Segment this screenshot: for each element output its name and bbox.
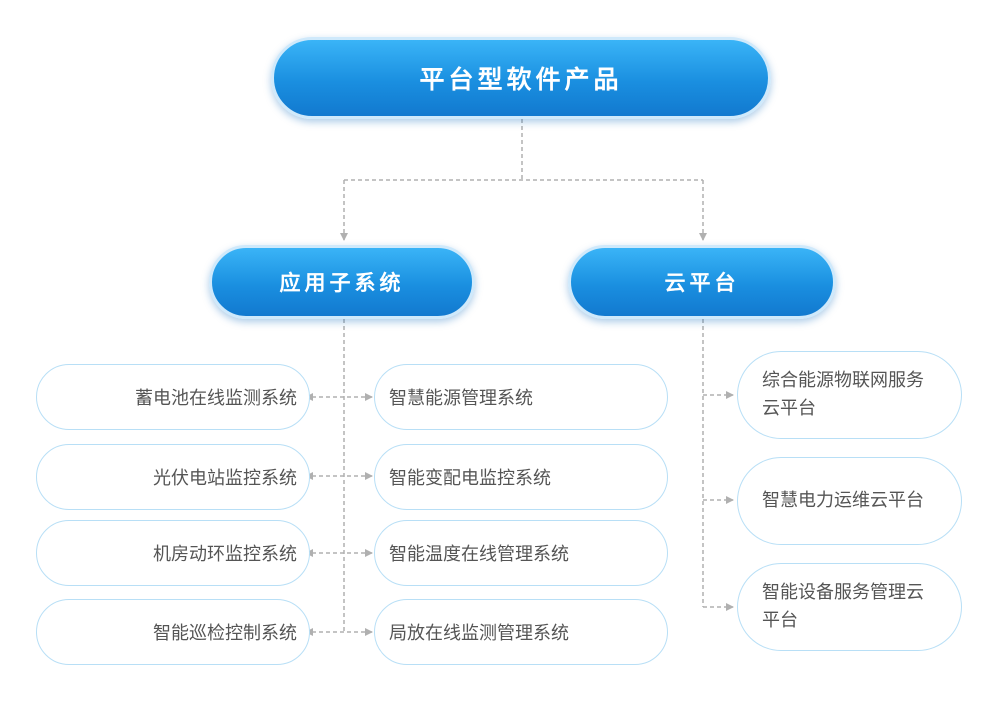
node-label: 局放在线监测管理系统 (389, 623, 569, 644)
category-cloud-platform: 云平台 (568, 245, 836, 319)
category-label: 云平台 (664, 271, 740, 295)
node-pv-monitoring: 光伏电站监控系统 (36, 444, 310, 510)
node-label: 智能巡检控制系统 (153, 623, 297, 644)
node-partial-discharge-monitoring: 局放在线监测管理系统 (374, 599, 668, 665)
node-energy-iot-cloud: 综合能源物联网服务云平台 (737, 351, 962, 439)
node-power-om-cloud: 智慧电力运维云平台 (737, 457, 962, 545)
node-substation-monitoring: 智能变配电监控系统 (374, 444, 668, 510)
node-device-service-cloud: 智能设备服务管理云平台 (737, 563, 962, 651)
category-label: 应用子系统 (279, 271, 405, 295)
node-label: 综合能源物联网服务云平台 (762, 370, 924, 419)
node-label: 智能温度在线管理系统 (389, 544, 569, 565)
node-label: 智能变配电监控系统 (389, 468, 551, 489)
category-app-subsystem: 应用子系统 (209, 245, 475, 319)
root-label: 平台型软件产品 (419, 65, 623, 94)
node-temperature-management: 智能温度在线管理系统 (374, 520, 668, 586)
node-inspection-control: 智能巡检控制系统 (36, 599, 310, 665)
root-node: 平台型软件产品 (271, 37, 771, 119)
node-battery-monitoring: 蓄电池在线监测系统 (36, 364, 310, 430)
node-label: 智慧能源管理系统 (389, 388, 533, 409)
node-label: 智慧电力运维云平台 (762, 490, 924, 511)
node-energy-management: 智慧能源管理系统 (374, 364, 668, 430)
node-label: 智能设备服务管理云平台 (762, 582, 924, 631)
node-label: 机房动环监控系统 (153, 544, 297, 565)
node-machine-room-monitoring: 机房动环监控系统 (36, 520, 310, 586)
node-label: 光伏电站监控系统 (153, 468, 297, 489)
node-label: 蓄电池在线监测系统 (135, 388, 297, 409)
